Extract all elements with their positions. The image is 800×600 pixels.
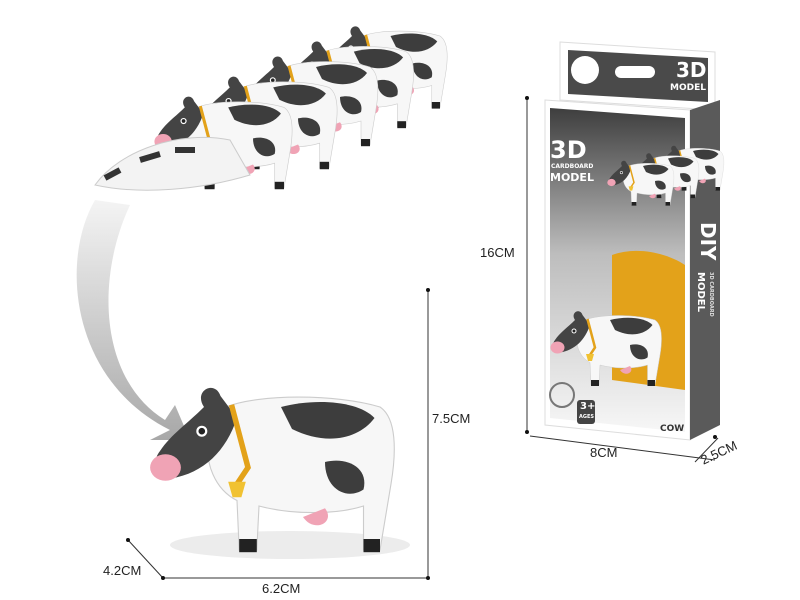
box-header-model: MODEL — [670, 83, 706, 93]
box-height-label: 16CM — [480, 245, 515, 260]
box-side-diy: DIY — [696, 222, 720, 261]
age-label: AGES — [579, 414, 594, 420]
assembled-cow-illustration — [150, 388, 394, 552]
product-name-label: COW — [660, 424, 685, 434]
box-width-label: 8CM — [590, 445, 618, 460]
model-height-label: 7.5CM — [432, 411, 471, 426]
dimension-lines — [127, 98, 719, 579]
curved-arrow — [76, 200, 190, 440]
box-front-model: MODEL — [550, 171, 594, 184]
model-depth-label: 4.2CM — [103, 563, 142, 578]
cow-shadow — [170, 531, 410, 559]
box-side-cardboard: 3D CARDBOARD — [708, 272, 714, 317]
box-front-cardboard: CARDBOARD — [551, 163, 594, 170]
box-header-3d: 3D — [676, 58, 707, 82]
cow-slices-illustration — [94, 25, 449, 191]
package-box — [544, 41, 725, 441]
box-side-model: MODEL — [695, 272, 706, 312]
model-length-label: 6.2CM — [262, 581, 301, 596]
age-badge: 3+ — [580, 401, 596, 412]
box-front-3d: 3D — [550, 136, 587, 164]
